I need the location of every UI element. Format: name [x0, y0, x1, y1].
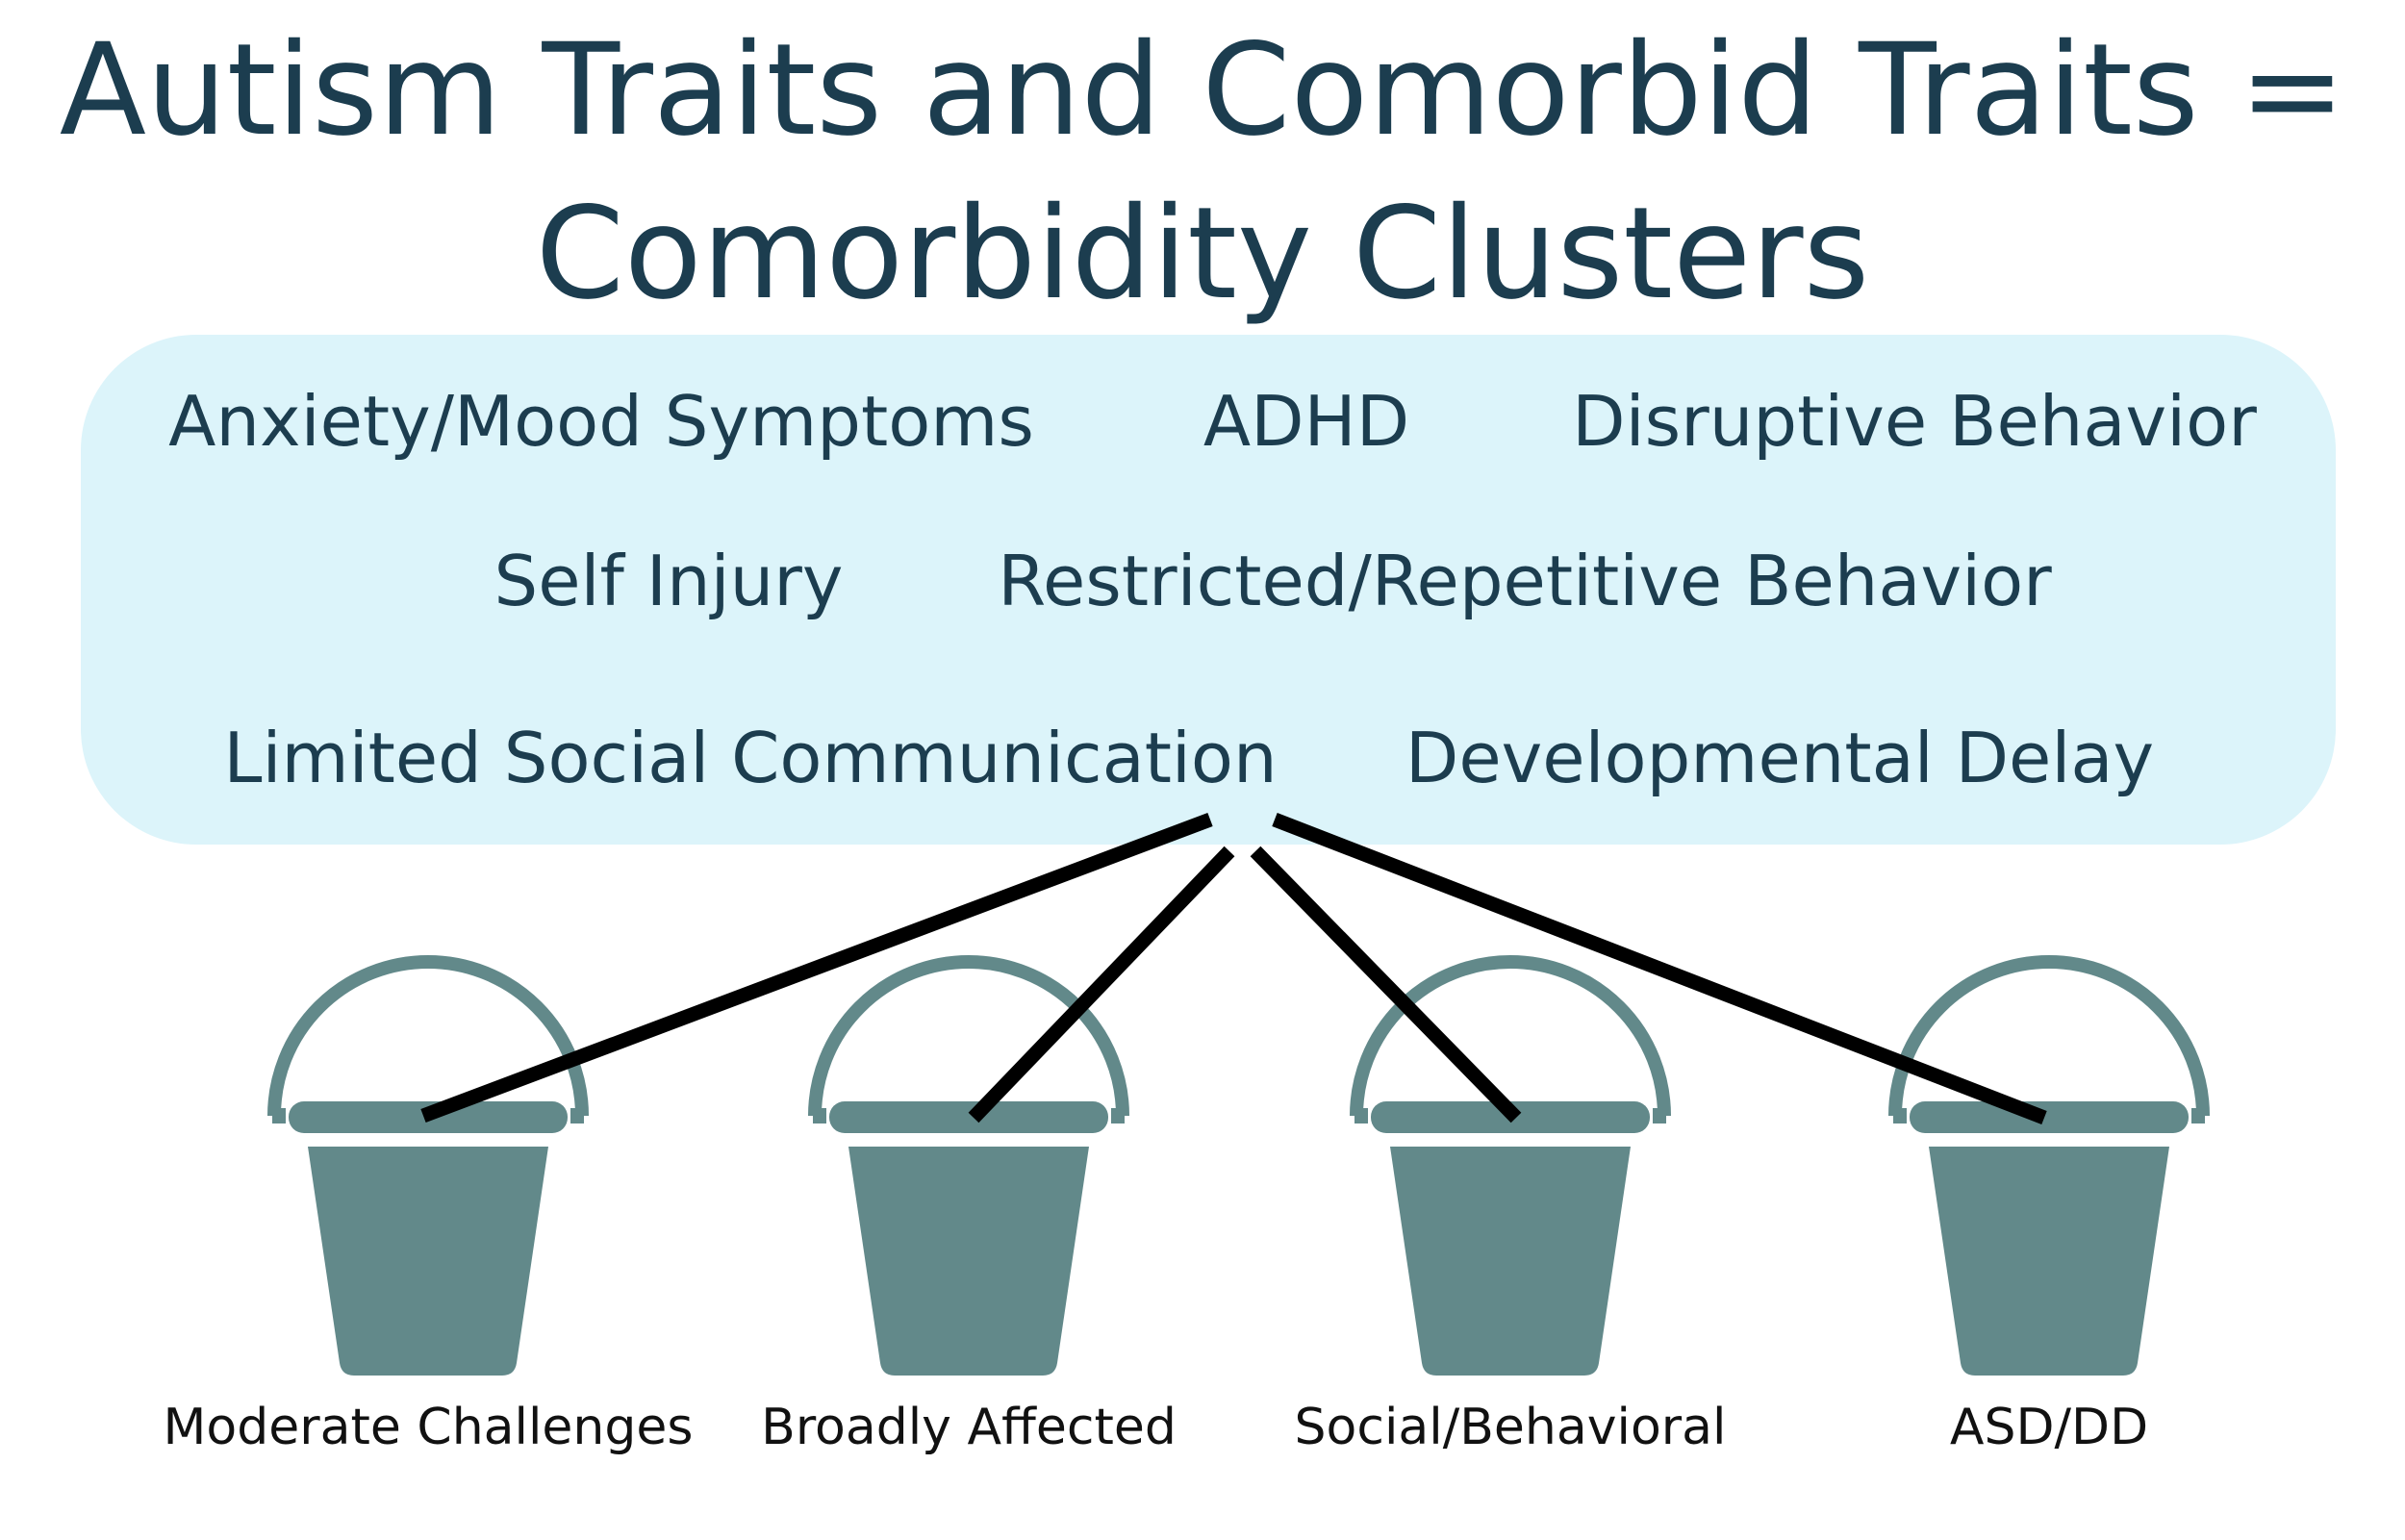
connector-broadly-affected	[968, 846, 1235, 1123]
bucket-social-behavioral	[1354, 962, 1666, 1376]
trait-adhd: ADHD	[1202, 381, 1410, 462]
bucket-asd-dd	[1893, 962, 2205, 1376]
trait-disruptive-behavior: Disruptive Behavior	[1572, 381, 2257, 462]
cluster-label-social-behavioral: Social/Behavioral	[1294, 1399, 1727, 1456]
bucket-icon	[1893, 962, 2205, 1376]
bucket-broadly-affected	[813, 962, 1125, 1376]
trait-restricted-repetitive: Restricted/Repetitive Behavior	[998, 541, 2052, 621]
title-line-1: Autism Traits and Comorbid Traits =	[59, 16, 2346, 164]
cluster-label-broadly-affected: Broadly Affected	[761, 1399, 1177, 1456]
bucket-moderate-challenges	[272, 962, 584, 1376]
connector-moderate-challenges	[420, 812, 1213, 1123]
bucket-icon	[813, 962, 1125, 1376]
trait-self-injury: Self Injury	[494, 541, 844, 621]
bucket-icon	[272, 962, 584, 1376]
connector-social-behavioral	[1250, 846, 1522, 1123]
trait-anxiety-mood: Anxiety/Mood Symptoms	[168, 381, 1034, 462]
cluster-label-asd-dd: ASD/DD	[1949, 1399, 2149, 1456]
cluster-label-moderate-challenges: Moderate Challenges	[163, 1399, 694, 1456]
traits-panel	[81, 335, 2336, 845]
trait-developmental-delay: Developmental Delay	[1405, 718, 2155, 798]
title-line-2: Comorbidity Clusters	[535, 180, 1870, 328]
trait-limited-social-communication: Limited Social Communication	[223, 718, 1278, 798]
bucket-icon	[1354, 962, 1666, 1376]
connector-asd-dd	[1272, 813, 2047, 1124]
